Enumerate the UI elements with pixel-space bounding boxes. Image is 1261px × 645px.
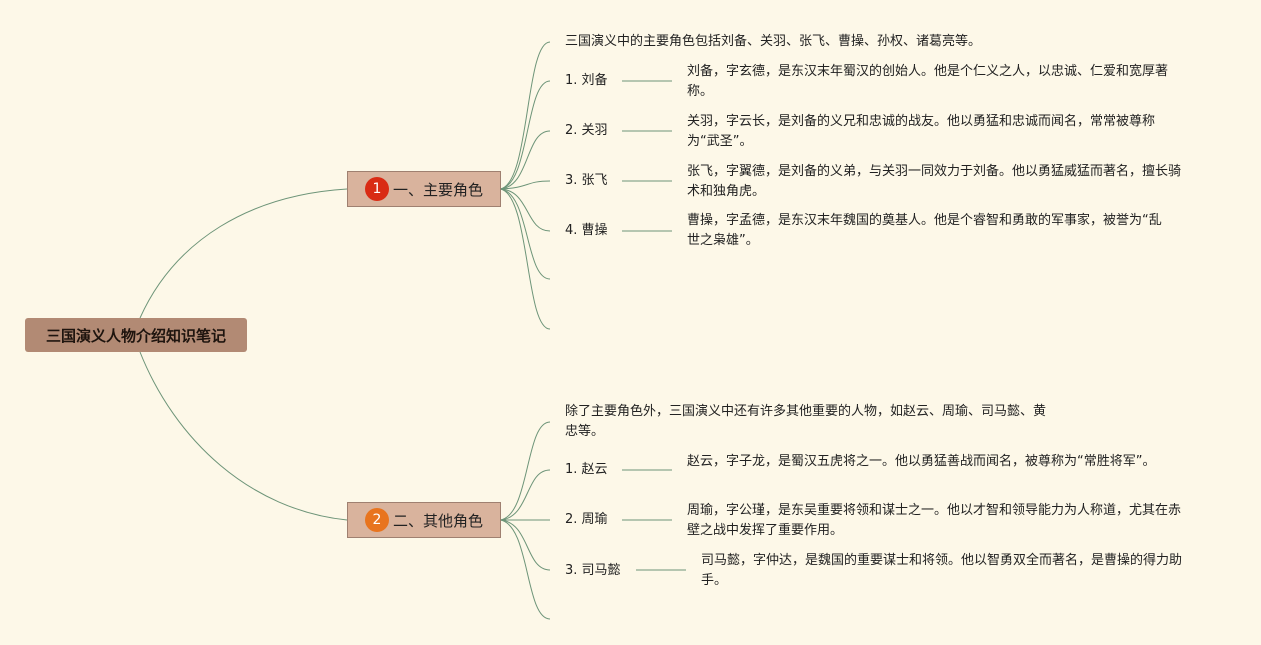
connector-b1-item-3: [499, 180, 551, 190]
topic-zhang-fei-desc: 张飞，字翼德，是刘备的义弟，与关羽一同效力于刘备。他以勇猛威猛而著名，擅长骑术和…: [687, 164, 1182, 199]
topic-cao-cao-desc: 曹操，字孟德，是东汉末年魏国的奠基人。他是个睿智和勇敢的军事家，被誉为“乱世之枭…: [687, 213, 1162, 248]
connector-b2-item-3: [499, 519, 551, 571]
branch-other-characters[interactable]: 2 二、其他角色: [347, 502, 501, 538]
branch-label: 二、其他角色: [392, 511, 483, 530]
connector-b2-intro: [499, 421, 551, 521]
topic-liu-bei[interactable]: 1. 刘备: [565, 73, 608, 88]
branch-1-intro: 三国演义中的主要角色包括刘备、关羽、张飞、曹操、孙权、诸葛亮等。: [565, 34, 982, 49]
connector-b1-item-1: [499, 80, 551, 190]
topic-liu-bei-desc: 刘备，字玄德，是东汉末年蜀汉的创始人。他是个仁义之人，以忠诚、仁爱和宽厚著称。: [687, 64, 1169, 99]
root-topic-label: 三国演义人物介绍知识笔记: [45, 326, 226, 345]
topic-zhou-yu-desc: 周瑜，字公瑾，是东吴重要将领和谋士之一。他以才智和领导能力为人称道，尤其在赤壁之…: [687, 503, 1182, 538]
root-topic[interactable]: 三国演义人物介绍知识笔记: [25, 318, 247, 352]
topic-zhao-yun[interactable]: 1. 赵云: [565, 462, 608, 477]
branch-label: 一、主要角色: [392, 180, 483, 199]
connector-b1-item-4: [499, 188, 551, 232]
topic-zhang-fei[interactable]: 3. 张飞: [565, 173, 608, 188]
connector-root-branch-2: [139, 351, 348, 521]
topic-sima-yi-desc: 司马懿，字仲达，是魏国的重要谋士和将领。他以智勇双全而著名，是曹操的得力助手。: [701, 553, 1183, 588]
number-badge-icon: 2: [364, 508, 389, 532]
branch-2-intro: 除了主要角色外，三国演义中还有许多其他重要的人物，如赵云、周瑜、司马懿、黄忠等。: [565, 404, 1047, 439]
topic-zhou-yu[interactable]: 2. 周瑜: [565, 512, 608, 527]
connector-b1-empty-1: [499, 188, 551, 280]
topic-guan-yu[interactable]: 2. 关羽: [565, 123, 608, 138]
topic-guan-yu-desc: 关羽，字云长，是刘备的义兄和忠诚的战友。他以勇猛和忠诚而闻名，常常被尊称为“武圣…: [687, 114, 1156, 149]
topic-sima-yi[interactable]: 3. 司马懿: [565, 563, 621, 578]
topic-zhao-yun-desc: 赵云，字子龙，是蜀汉五虎将之一。他以勇猛善战而闻名，被尊称为“常胜将军”。: [687, 454, 1156, 469]
connector-root-branch-1: [139, 188, 348, 319]
connector-b1-intro: [499, 41, 551, 190]
number-badge-icon: 1: [364, 177, 389, 201]
connector-b2-empty-1: [499, 519, 551, 620]
connector-b1-empty-2: [499, 188, 551, 330]
topic-cao-cao[interactable]: 4. 曹操: [565, 223, 608, 238]
branch-main-characters[interactable]: 1 一、主要角色: [347, 171, 501, 207]
connector-b2-item-1: [499, 469, 551, 521]
connector-b1-item-2: [499, 130, 551, 190]
